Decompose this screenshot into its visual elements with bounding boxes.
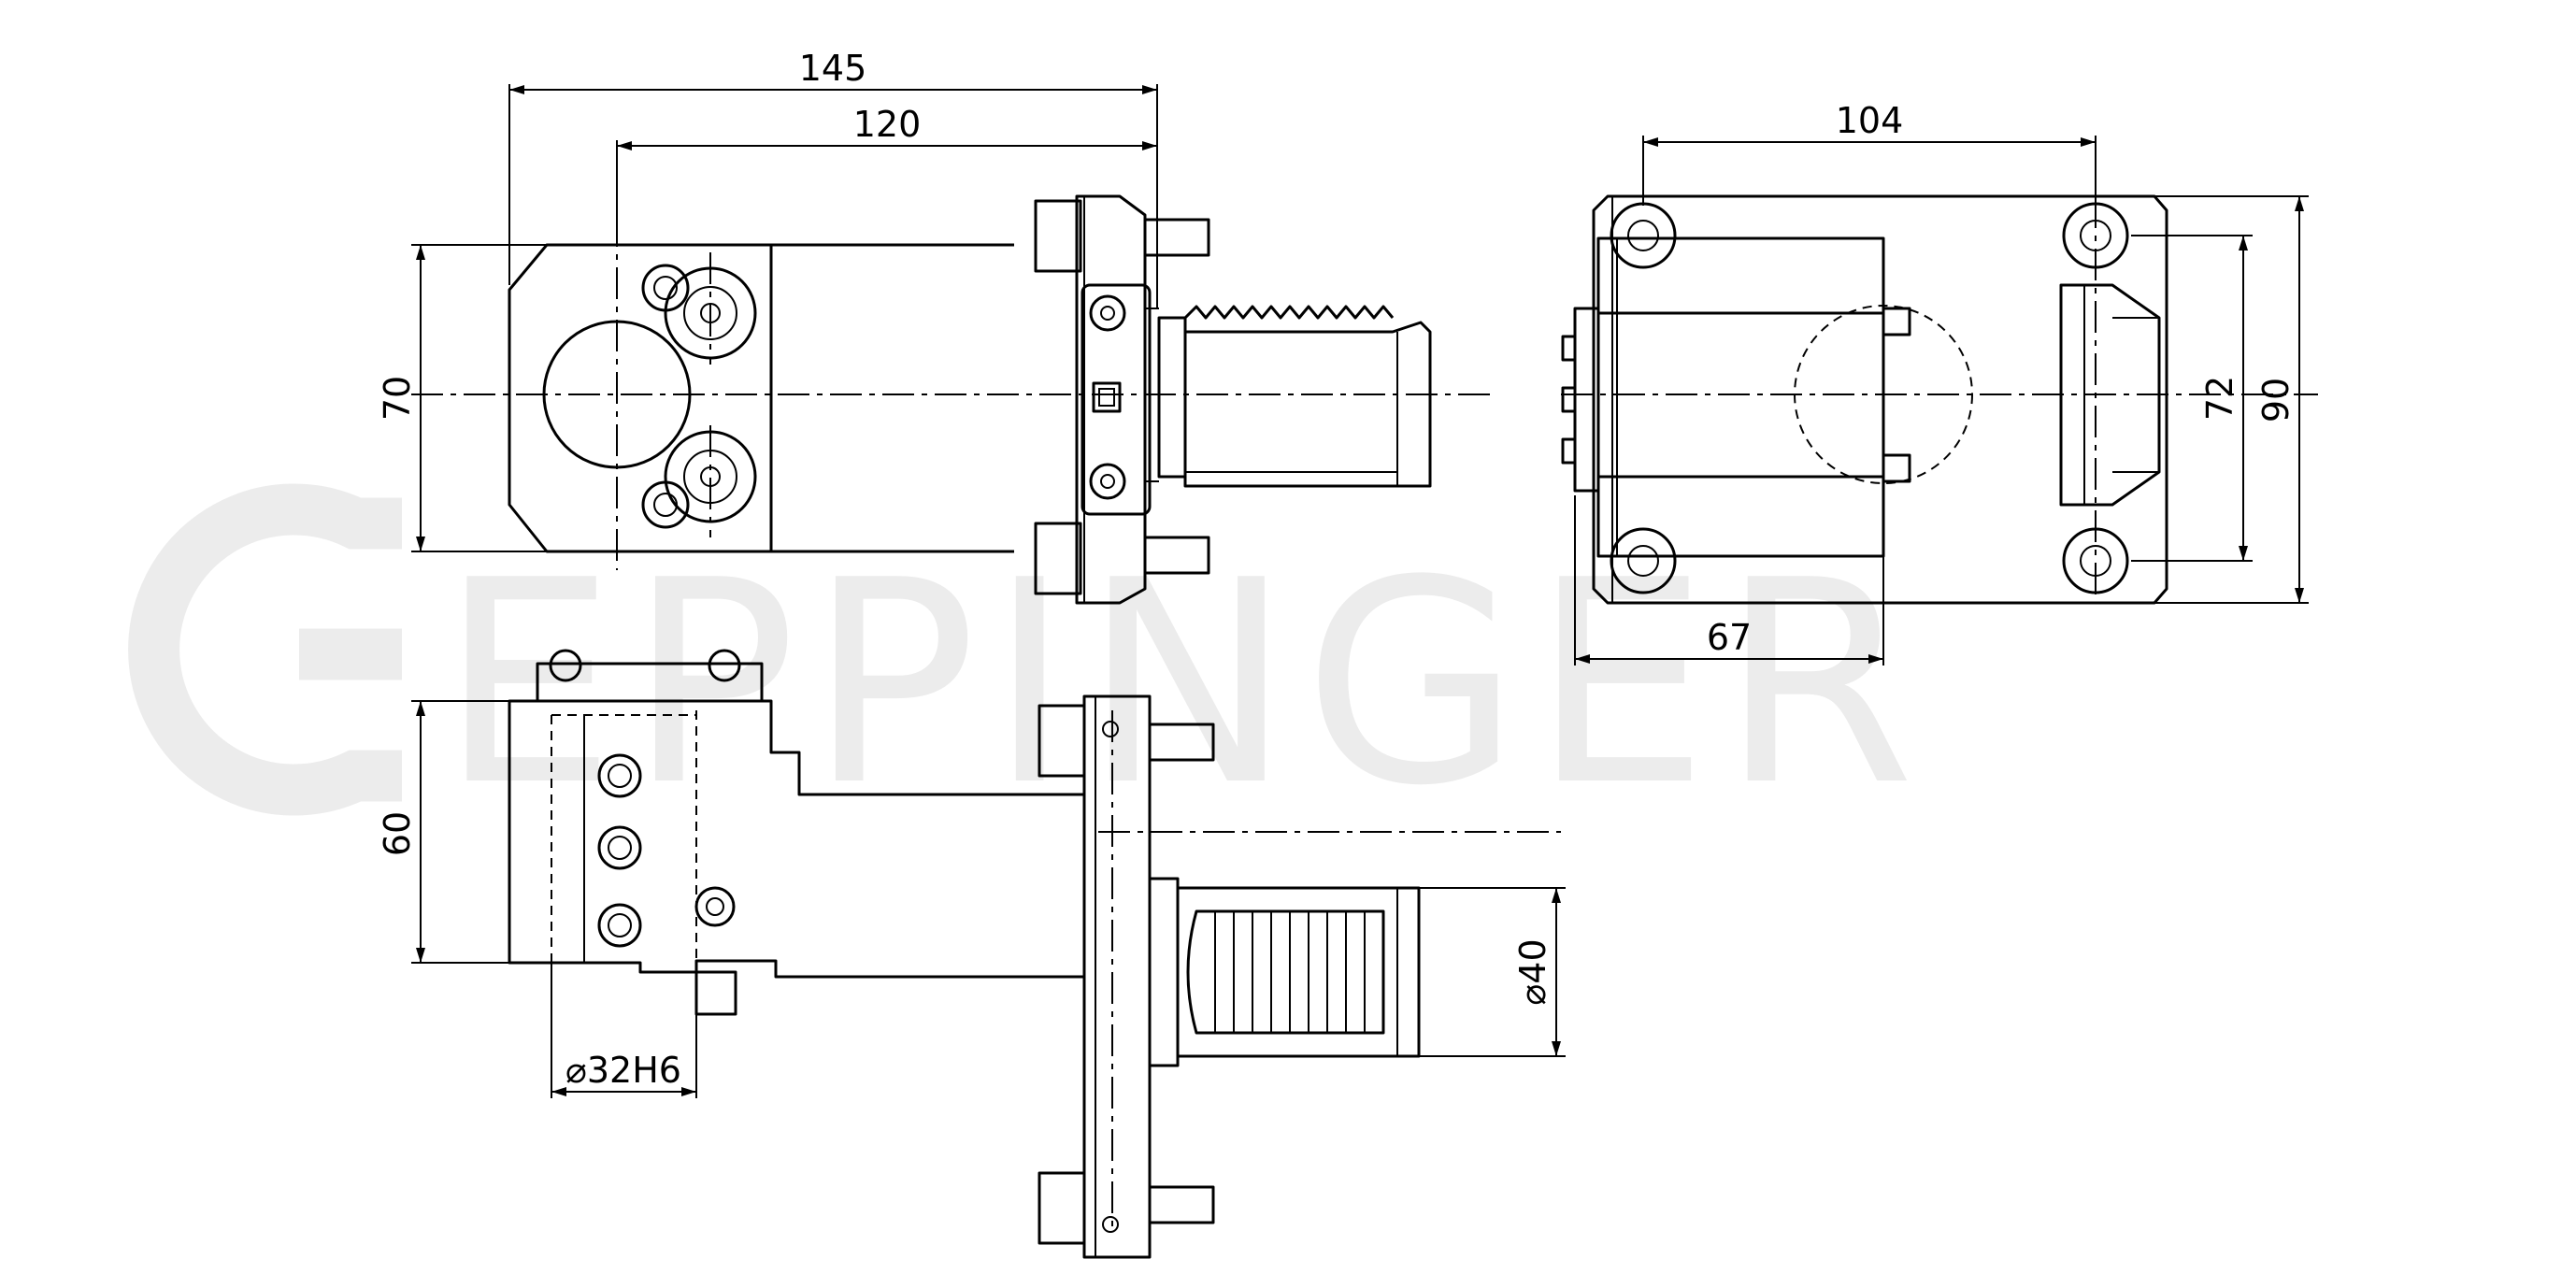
dim-inner-height: 72 (2199, 376, 2240, 421)
front-spindle (1176, 886, 1421, 1058)
dim-overall-height: 90 (2255, 378, 2297, 422)
dim-end-width: 104 (1836, 100, 1904, 141)
front-housing (508, 699, 1086, 979)
flange-plate (1075, 194, 1147, 605)
front-view-dimensions: 60 ⌀32H6 ⌀40 (377, 700, 1566, 1098)
dim-shank: ⌀40 (1512, 938, 1553, 1005)
watermark-logo-icon (128, 483, 402, 816)
housing-outline (508, 243, 773, 553)
dim-height: 70 (377, 376, 418, 421)
end-view-dimensions: 104 72 90 67 (1574, 100, 2309, 665)
watermark-text: EPPINGER (439, 521, 1926, 847)
dim-bore: ⌀32H6 (565, 1050, 681, 1091)
end-view (1561, 194, 2318, 605)
spindle-shank (1183, 316, 1432, 488)
watermark: EPPINGER (128, 483, 1926, 847)
hidden-bore (1794, 305, 1973, 484)
dim-body-length: 120 (853, 104, 922, 145)
main-bore-circle (542, 320, 692, 469)
dim-front-height: 60 (377, 811, 418, 856)
dim-offset: 67 (1707, 617, 1752, 658)
dim-overall-length: 145 (799, 48, 867, 89)
top-view-dimensions: 145 120 70 (377, 48, 1158, 552)
top-view (411, 194, 1496, 605)
front-view (508, 649, 1561, 1259)
